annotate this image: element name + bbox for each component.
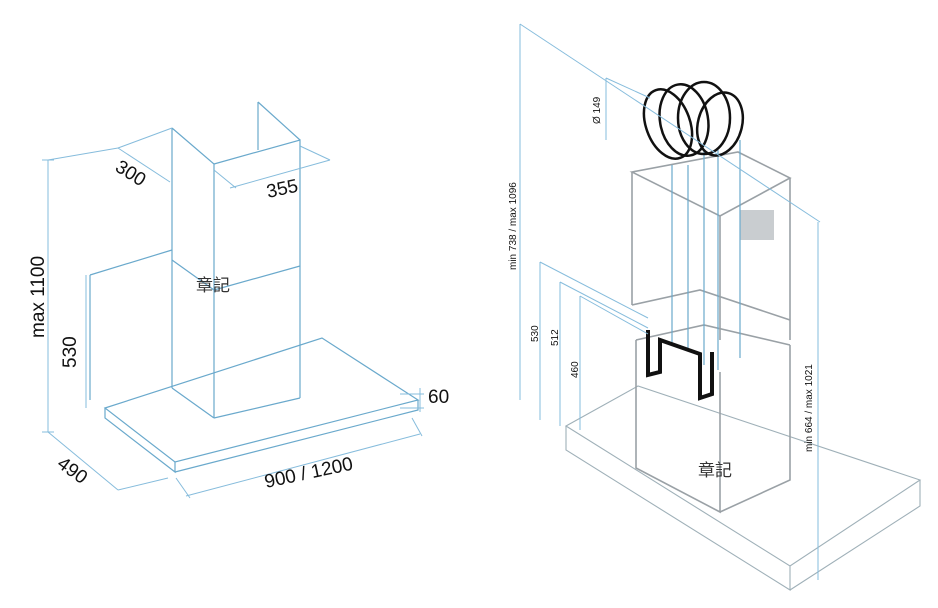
canopy-outline [103, 337, 420, 474]
flexible-duct [642, 80, 745, 160]
left-hood-view: 300 355 max 1100 530 60 [28, 101, 449, 499]
dim-right-height: min 664 / max 1021 [804, 222, 819, 580]
label-max-1100: max 1100 [28, 256, 49, 338]
label-duct-diameter: Ø 149 [592, 96, 603, 124]
dim-355: 355 [213, 145, 331, 203]
dim-60: 60 [400, 387, 449, 412]
watermark-left: 章記 [196, 276, 230, 296]
mounting-bracket [646, 330, 714, 401]
label-box-512: 512 [550, 329, 561, 346]
vent-grille [740, 210, 774, 240]
dim-box-heights: 530 512 460 [530, 261, 649, 430]
chimney-outline [89, 101, 301, 419]
label-box-530: 530 [530, 325, 541, 342]
dim-duct-diameter: Ø 149 [592, 77, 651, 140]
label-900-1200: 900 / 1200 [263, 454, 355, 493]
right-install-view: min 738 / max 1096 Ø 149 530 512 460 min… [508, 23, 922, 591]
label-right-height: min 664 / max 1021 [804, 364, 815, 452]
watermark-right: 章記 [698, 461, 732, 481]
dim-overall-height: min 738 / max 1096 [508, 23, 821, 400]
dim-530-left: 530 [60, 275, 87, 408]
duct-poles [671, 140, 741, 370]
dim-490: 490 [47, 431, 169, 491]
label-60: 60 [428, 387, 449, 408]
label-355: 355 [265, 176, 300, 203]
right-canopy-outline [564, 385, 922, 591]
dim-300: 300 [47, 127, 173, 191]
label-490: 490 [53, 453, 91, 489]
label-overall-height: min 738 / max 1096 [508, 182, 519, 270]
label-300: 300 [111, 156, 149, 191]
dim-max-1100: max 1100 [28, 159, 54, 433]
chimney-frame [629, 151, 792, 340]
label-530-left: 530 [60, 336, 81, 368]
label-box-460: 460 [570, 361, 581, 378]
